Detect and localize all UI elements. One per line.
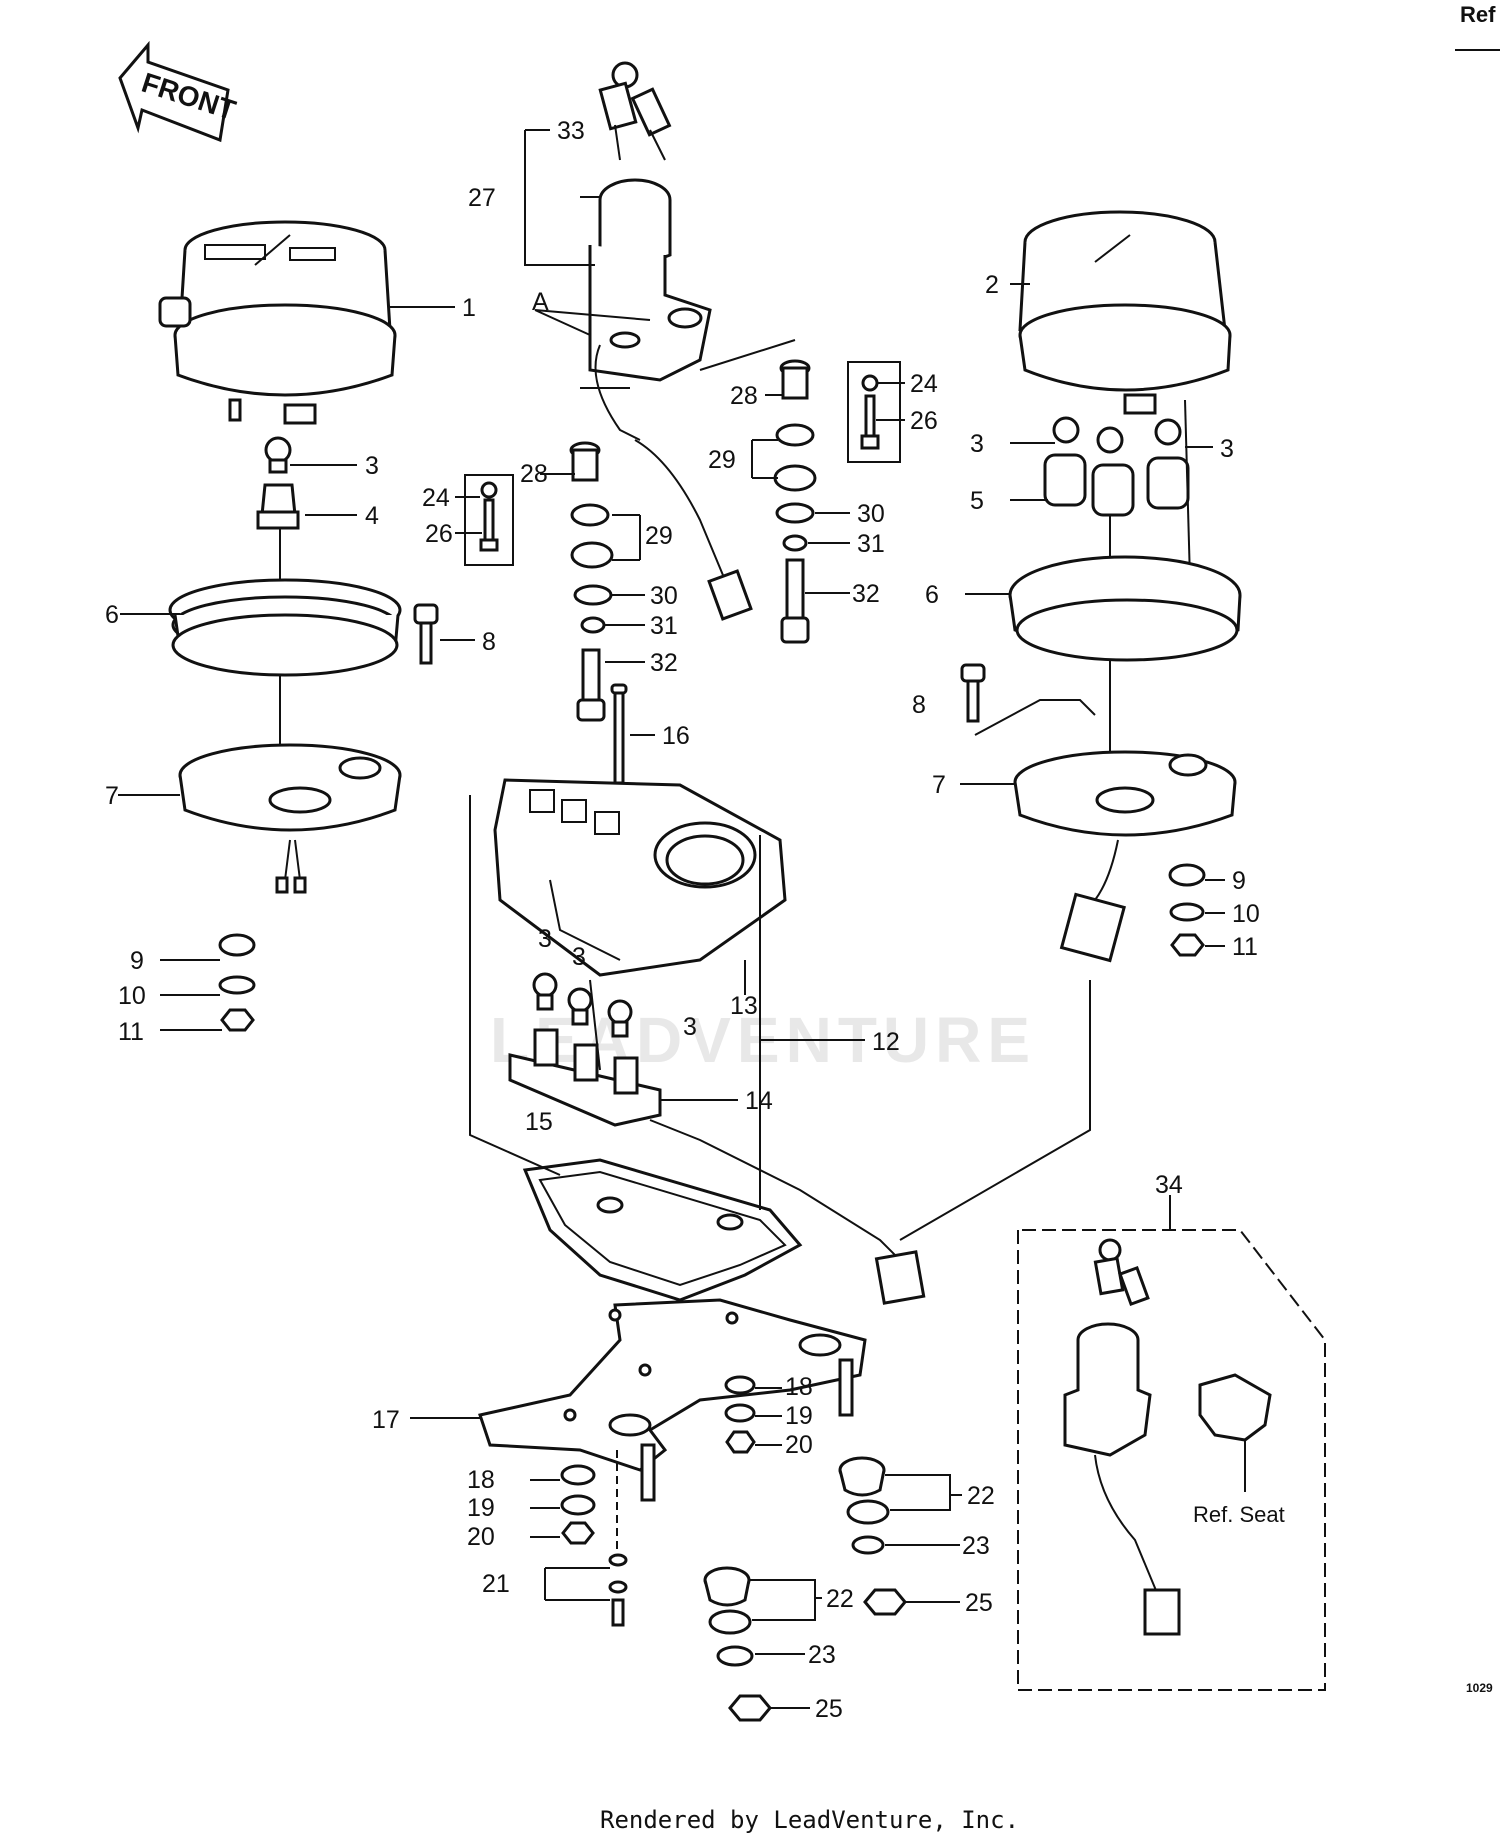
callout-5: 5 — [970, 487, 984, 515]
bracket-nut-stack-right — [724, 1375, 756, 1454]
callout-3-left: 3 — [365, 452, 379, 480]
callout-14: 14 — [745, 1087, 773, 1115]
bolt-8-left — [413, 603, 439, 665]
right-housing — [1013, 750, 1237, 963]
bulb-holder — [508, 1028, 926, 1305]
callout-28-right: 28 — [730, 382, 758, 410]
callout-9-left: 9 — [130, 947, 144, 975]
callout-20-left: 20 — [467, 1523, 495, 1551]
callout-2: 2 — [985, 271, 999, 299]
callout-A: A — [532, 288, 549, 316]
grouping-lines — [469, 130, 1091, 1555]
right-bulbs-sockets — [1043, 399, 1191, 820]
center-bulbs — [532, 972, 633, 1038]
callout-10-left: 10 — [118, 982, 146, 1010]
callout-4: 4 — [365, 502, 379, 530]
callout-32-left: 32 — [650, 649, 678, 677]
callout-20-right: 20 — [785, 1431, 813, 1459]
left-mount-hardware — [569, 441, 614, 722]
callout-26-left: 26 — [425, 520, 453, 548]
callout-6-left: 6 — [105, 601, 119, 629]
callout-29-left: 29 — [645, 522, 673, 550]
kit-box-34 — [1017, 1229, 1326, 1691]
callout-3-center-b: 3 — [572, 943, 586, 971]
callout-10-right: 10 — [1232, 900, 1260, 928]
ref-seat-label: Ref. Seat — [1193, 1502, 1285, 1527]
bolt-8-right — [960, 663, 1096, 736]
leader-lines — [118, 129, 1246, 1709]
callout-31-right: 31 — [857, 530, 885, 558]
callout-3-right-a: 3 — [970, 430, 984, 458]
callout-8-left: 8 — [482, 628, 496, 656]
callout-18-left: 18 — [467, 1466, 495, 1494]
callout-21: 21 — [482, 1570, 510, 1598]
callout-25-lower: 25 — [815, 1695, 843, 1723]
callout-8-right: 8 — [912, 691, 926, 719]
callout-9-right: 9 — [1232, 867, 1246, 895]
callout-19-right: 19 — [785, 1402, 813, 1430]
callout-7-left: 7 — [105, 782, 119, 810]
callout-30-left: 30 — [650, 582, 678, 610]
callout-28-left: 28 — [520, 460, 548, 488]
bolt-16 — [610, 683, 628, 785]
callout-25-upper: 25 — [965, 1589, 993, 1617]
screw-box-right — [847, 361, 901, 463]
page-code: 1029 — [1466, 1681, 1493, 1695]
screw-box-left — [464, 474, 514, 566]
callout-24-right: 24 — [910, 370, 938, 398]
callout-29-right: 29 — [708, 446, 736, 474]
callout-3-center-c: 3 — [683, 1013, 697, 1041]
right-cover-ring — [1008, 555, 1242, 662]
left-cover-ring — [168, 578, 402, 677]
bushing-set-lower — [703, 1566, 772, 1722]
footer-credit: Rendered by LeadVenture, Inc. — [600, 1806, 1019, 1834]
bracket-nut-stack-left — [560, 1464, 596, 1545]
base-tray — [522, 1158, 803, 1302]
callout-22-upper: 22 — [967, 1482, 995, 1510]
right-gauge-tachometer — [1018, 210, 1232, 415]
callout-3-center-a: 3 — [538, 925, 552, 953]
bushing-set-upper — [838, 1456, 907, 1616]
callout-labels: 1 3 4 6 8 7 9 10 11 2 3 3 5 6 8 7 9 10 1… — [105, 117, 1285, 1723]
callout-22-lower: 22 — [826, 1585, 854, 1613]
callout-32-right: 32 — [852, 580, 880, 608]
callout-1: 1 — [462, 294, 476, 322]
callout-3-right-b: 3 — [1220, 435, 1234, 463]
instrument-panel-cover — [493, 778, 787, 977]
right-nut-stack — [1168, 863, 1206, 957]
callout-23-lower: 23 — [808, 1641, 836, 1669]
callout-15: 15 — [525, 1108, 553, 1136]
left-gauge-speedometer — [158, 220, 397, 425]
left-nut-stack — [218, 933, 256, 1032]
callout-26-right: 26 — [910, 407, 938, 435]
callout-24-left: 24 — [422, 484, 450, 512]
callout-31-left: 31 — [650, 612, 678, 640]
corner-ref-text: Ref — [1460, 2, 1496, 27]
screw-set-21 — [608, 1553, 628, 1627]
front-arrow-icon: FRONT — [118, 40, 239, 143]
key-icon — [598, 61, 672, 161]
mounting-bracket — [478, 1298, 867, 1502]
callout-30-right: 30 — [857, 500, 885, 528]
callout-23-upper: 23 — [962, 1532, 990, 1560]
callout-33: 33 — [557, 117, 585, 145]
callout-34: 34 — [1155, 1171, 1183, 1199]
ignition-switch — [588, 178, 712, 441]
callout-6-right: 6 — [925, 581, 939, 609]
callout-7-right: 7 — [932, 771, 946, 799]
callout-17: 17 — [372, 1406, 400, 1434]
callout-13: 13 — [730, 992, 758, 1020]
callout-27: 27 — [468, 184, 496, 212]
callout-16: 16 — [662, 722, 690, 750]
callout-18-right: 18 — [785, 1373, 813, 1401]
callout-19-left: 19 — [467, 1494, 495, 1522]
left-housing — [178, 743, 402, 894]
callout-12: 12 — [872, 1028, 900, 1056]
right-mount-hardware — [773, 359, 817, 644]
callout-11-right: 11 — [1232, 933, 1258, 961]
callout-11-left: 11 — [118, 1018, 144, 1046]
ignition-harness — [634, 439, 753, 621]
